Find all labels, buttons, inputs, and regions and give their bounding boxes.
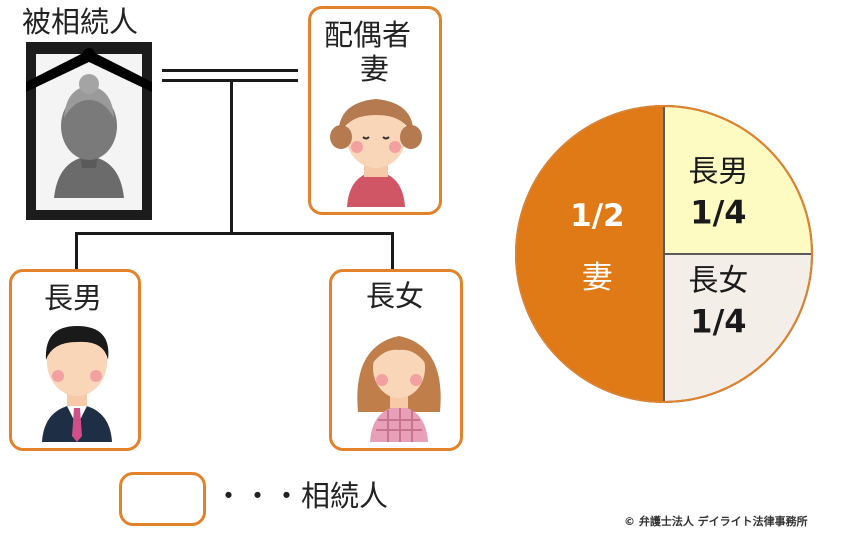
daughter-illustration xyxy=(357,336,441,442)
son-box: 長男 xyxy=(9,269,141,451)
descent-line-vertical xyxy=(230,81,233,233)
deceased-label: 被相続人 xyxy=(22,5,139,39)
daughter-box: 長女 xyxy=(329,269,463,451)
spouse-name-label: 妻 xyxy=(360,52,390,86)
legend-swatch-box xyxy=(119,472,206,526)
son-illustration xyxy=(42,326,112,442)
legend-text: ・・・相続人 xyxy=(214,479,389,513)
son-name-label: 長男 xyxy=(44,281,103,315)
inheritance-share-pie-chart: 1/2 妻 長男 1/4 長女 1/4 xyxy=(515,104,814,404)
pie-slice-label-2: 長女 xyxy=(688,263,748,298)
son-drop-line xyxy=(75,232,78,270)
pie-slice-value-2: 1/4 xyxy=(690,302,746,340)
spouse-box: 配偶者 妻 xyxy=(308,6,442,215)
daughter-drop-line xyxy=(391,232,394,270)
deceased-portrait xyxy=(26,42,152,220)
children-line-horizontal xyxy=(75,232,394,235)
marriage-line-top xyxy=(162,69,298,72)
pie-slice-label-0: 1/2 xyxy=(570,198,624,234)
pie-slice-0 xyxy=(515,104,665,404)
pie-outline xyxy=(515,105,813,403)
spouse-role-label: 配偶者 xyxy=(324,18,412,52)
daughter-name-label: 長女 xyxy=(366,279,425,313)
wife-illustration xyxy=(330,99,422,207)
pie-slice-value-0: 妻 xyxy=(582,260,613,296)
marriage-line-bottom xyxy=(162,79,298,82)
pie-slice-value-1: 1/4 xyxy=(690,194,746,232)
copyright-credit: © 弁護士法人 デイライト法律事務所 xyxy=(624,515,808,528)
pie-slice-label-1: 長男 xyxy=(688,155,748,190)
